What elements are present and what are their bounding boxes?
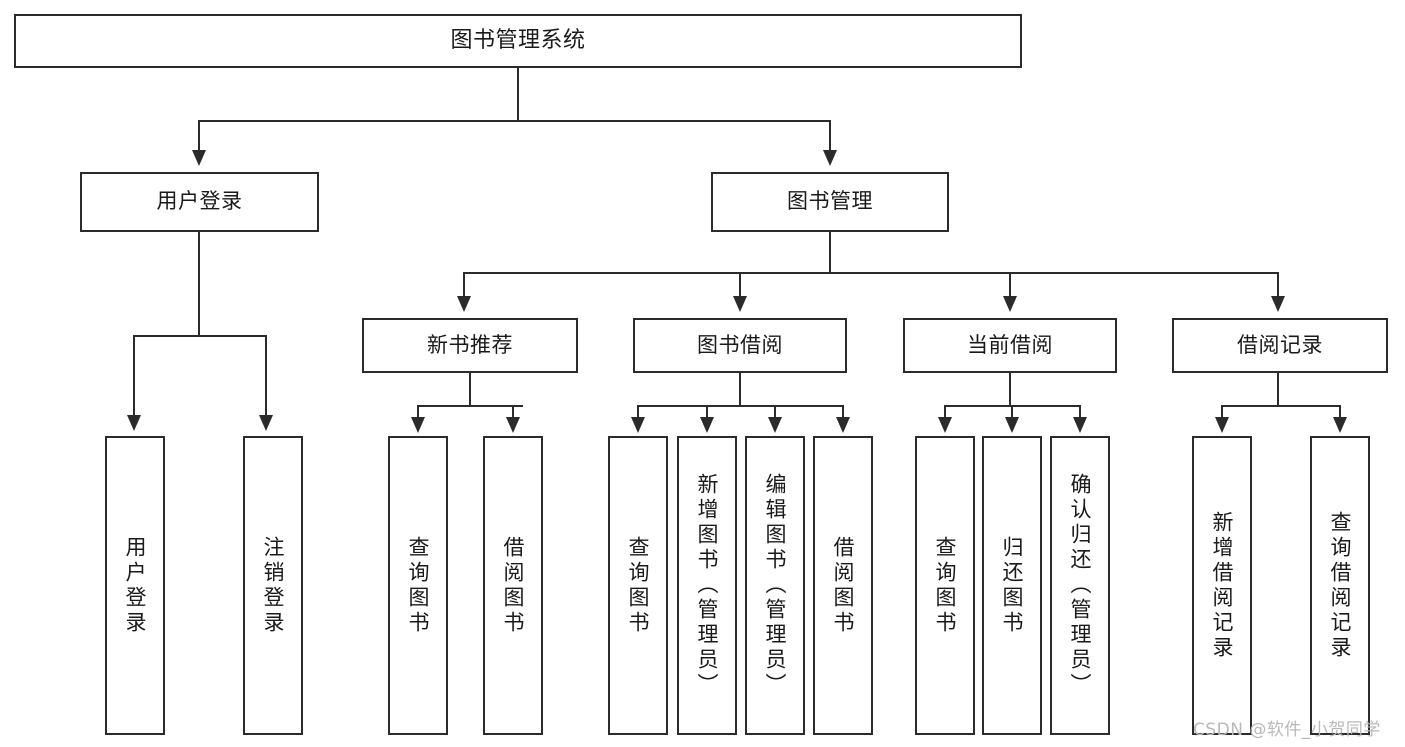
- connector-new-book-stem: [469, 373, 471, 406]
- arrow-user-login-to-leaf-1: [127, 415, 141, 431]
- arrow-bm-to-current-borrow: [1003, 296, 1017, 312]
- node-current-borrow[interactable]: 当前借阅: [903, 318, 1117, 373]
- node-leaf-edit-book[interactable]: 编辑图书（管理员）: [745, 436, 805, 735]
- node-user-login[interactable]: 用户登录: [80, 172, 319, 232]
- connector-bb-drop-1: [637, 405, 639, 419]
- node-borrow-record[interactable]: 借阅记录: [1172, 318, 1388, 373]
- arrow-bb-to-add-book: [700, 417, 714, 433]
- arrow-cb-to-query-book: [938, 417, 952, 433]
- arrow-cb-to-confirm-return: [1073, 417, 1087, 433]
- arrow-bb-to-edit-book: [768, 417, 782, 433]
- node-book-borrow[interactable]: 图书借阅: [633, 318, 847, 373]
- node-book-management-system[interactable]: 图书管理系统: [14, 14, 1022, 68]
- node-label: 编辑图书（管理员）: [763, 473, 787, 698]
- node-leaf-add-book[interactable]: 新增图书（管理员）: [677, 436, 737, 735]
- arrow-bm-to-borrow-record: [1271, 296, 1285, 312]
- node-label: 用户登录: [123, 535, 147, 636]
- node-book-management[interactable]: 图书管理: [711, 172, 949, 232]
- connector-root-to-book-management: [829, 120, 831, 152]
- arrow-user-login-to-leaf-2: [259, 415, 273, 431]
- node-leaf-add-borrow-record[interactable]: 新增借阅记录: [1192, 436, 1252, 735]
- connector-root-bus: [198, 120, 831, 122]
- connector-bb-drop-2: [706, 405, 708, 419]
- connector-user-login-drop-2: [265, 335, 267, 417]
- connector-user-login-stem: [198, 232, 200, 336]
- connector-cb-drop-2: [1011, 405, 1013, 419]
- connector-bb-drop-3: [774, 405, 776, 419]
- arrow-new-book-to-borrow-book: [506, 417, 520, 433]
- connector-bm-drop-new-book: [463, 272, 465, 298]
- node-leaf-confirm-return[interactable]: 确认归还（管理员）: [1050, 436, 1110, 735]
- connector-br-drop-1: [1221, 405, 1223, 419]
- arrow-br-to-query-record: [1333, 417, 1347, 433]
- arrow-br-to-add-record: [1215, 417, 1229, 433]
- node-leaf-borrow-book-new[interactable]: 借阅图书: [483, 436, 543, 735]
- node-leaf-query-borrow-record[interactable]: 查询借阅记录: [1310, 436, 1370, 735]
- node-label: 借阅图书: [501, 535, 525, 636]
- node-label: 借阅图书: [831, 535, 855, 636]
- connector-book-borrow-stem: [739, 373, 741, 406]
- node-label: 注销登录: [261, 535, 285, 636]
- csdn-watermark: CSDN @软件_小贺同学: [1193, 720, 1381, 740]
- node-new-book-recommend[interactable]: 新书推荐: [362, 318, 578, 373]
- node-label: 归还图书: [1000, 535, 1024, 636]
- arrow-cb-to-return-book: [1005, 417, 1019, 433]
- node-label: 图书借阅: [697, 332, 783, 357]
- connector-user-login-drop-1: [133, 335, 135, 417]
- arrow-root-to-user-login: [192, 150, 206, 166]
- connector-book-borrow-bus: [637, 405, 844, 407]
- node-label: 新增图书（管理员）: [695, 473, 719, 698]
- connector-borrow-record-bus: [1221, 405, 1339, 407]
- connector-new-book-drop-2: [512, 405, 514, 419]
- node-label: 图书管理: [787, 189, 873, 214]
- node-label: 图书管理系统: [450, 27, 586, 53]
- node-leaf-borrow-book[interactable]: 借阅图书: [813, 436, 873, 735]
- node-label: 查询图书: [406, 535, 430, 636]
- node-label: 新增借阅记录: [1210, 510, 1234, 661]
- connector-bb-drop-4: [842, 405, 844, 419]
- node-label: 当前借阅: [967, 332, 1053, 357]
- arrow-root-to-book-management: [823, 150, 837, 166]
- connector-cb-drop-1: [944, 405, 946, 419]
- connector-root-stem: [517, 68, 519, 121]
- node-label: 查询图书: [626, 535, 650, 636]
- connector-book-management-stem: [829, 232, 831, 273]
- arrow-bb-to-query-book: [631, 417, 645, 433]
- node-label: 用户登录: [156, 189, 243, 214]
- node-leaf-logout-login[interactable]: 注销登录: [243, 436, 303, 735]
- arrow-bm-to-new-book-recommend: [457, 296, 471, 312]
- node-leaf-query-book-current[interactable]: 查询图书: [915, 436, 975, 735]
- connector-new-book-bus: [417, 405, 523, 407]
- connector-borrow-record-stem: [1277, 373, 1279, 406]
- connector-user-login-bus: [133, 335, 267, 337]
- connector-bm-drop-book-borrow: [739, 272, 741, 298]
- arrow-bb-to-borrow-book: [836, 417, 850, 433]
- connector-br-drop-2: [1339, 405, 1341, 419]
- node-label: 新书推荐: [427, 332, 513, 357]
- connector-root-to-user-login: [198, 120, 200, 152]
- node-leaf-return-book[interactable]: 归还图书: [982, 436, 1042, 735]
- node-label: 查询借阅记录: [1328, 510, 1352, 661]
- node-leaf-query-book-new[interactable]: 查询图书: [388, 436, 448, 735]
- node-leaf-query-book-borrow[interactable]: 查询图书: [608, 436, 668, 735]
- connector-current-borrow-stem: [1009, 373, 1011, 406]
- node-label: 确认归还（管理员）: [1068, 473, 1092, 698]
- node-leaf-user-login[interactable]: 用户登录: [105, 436, 165, 735]
- arrow-bm-to-book-borrow: [733, 296, 747, 312]
- connector-new-book-drop-1: [417, 405, 419, 419]
- connector-cb-drop-3: [1079, 405, 1081, 419]
- arrow-new-book-to-query-book: [411, 417, 425, 433]
- node-label: 借阅记录: [1237, 332, 1323, 357]
- node-label: 查询图书: [933, 535, 957, 636]
- connector-book-management-bus: [463, 272, 1279, 274]
- connector-bm-drop-current-borrow: [1009, 272, 1011, 298]
- connector-bm-drop-borrow-record: [1277, 272, 1279, 298]
